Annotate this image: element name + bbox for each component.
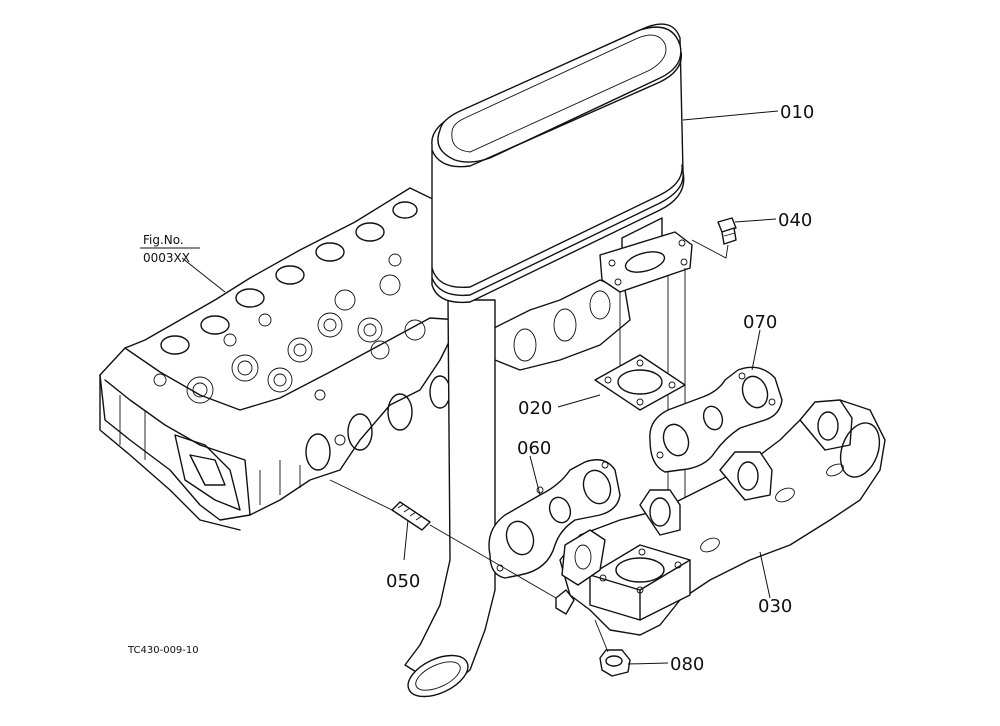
gasket-020 xyxy=(594,354,686,411)
muffler-010 xyxy=(404,23,693,698)
stud-050 xyxy=(329,479,431,531)
figure-ref-line2: 0003XX xyxy=(143,251,190,265)
callout-010: 010 xyxy=(780,102,814,123)
cylinder-head-assembly xyxy=(99,187,631,531)
callout-080: 080 xyxy=(670,654,704,675)
callout-050: 050 xyxy=(386,571,420,592)
nut-080 xyxy=(429,524,631,677)
callout-040: 040 xyxy=(778,210,812,231)
gasket-060 xyxy=(488,459,621,579)
callout-060: 060 xyxy=(517,438,551,459)
callout-030: 030 xyxy=(758,596,792,617)
drawing-code: TC430-009-10 xyxy=(127,645,199,656)
callout-070: 070 xyxy=(743,312,777,333)
exhaust-manifold-030 xyxy=(559,399,886,636)
gasket-070 xyxy=(649,366,783,473)
leader-lines xyxy=(181,110,779,665)
callout-020: 020 xyxy=(518,398,552,419)
bolt-040 xyxy=(691,217,737,259)
figure-ref-line1: Fig.No. xyxy=(143,233,184,247)
